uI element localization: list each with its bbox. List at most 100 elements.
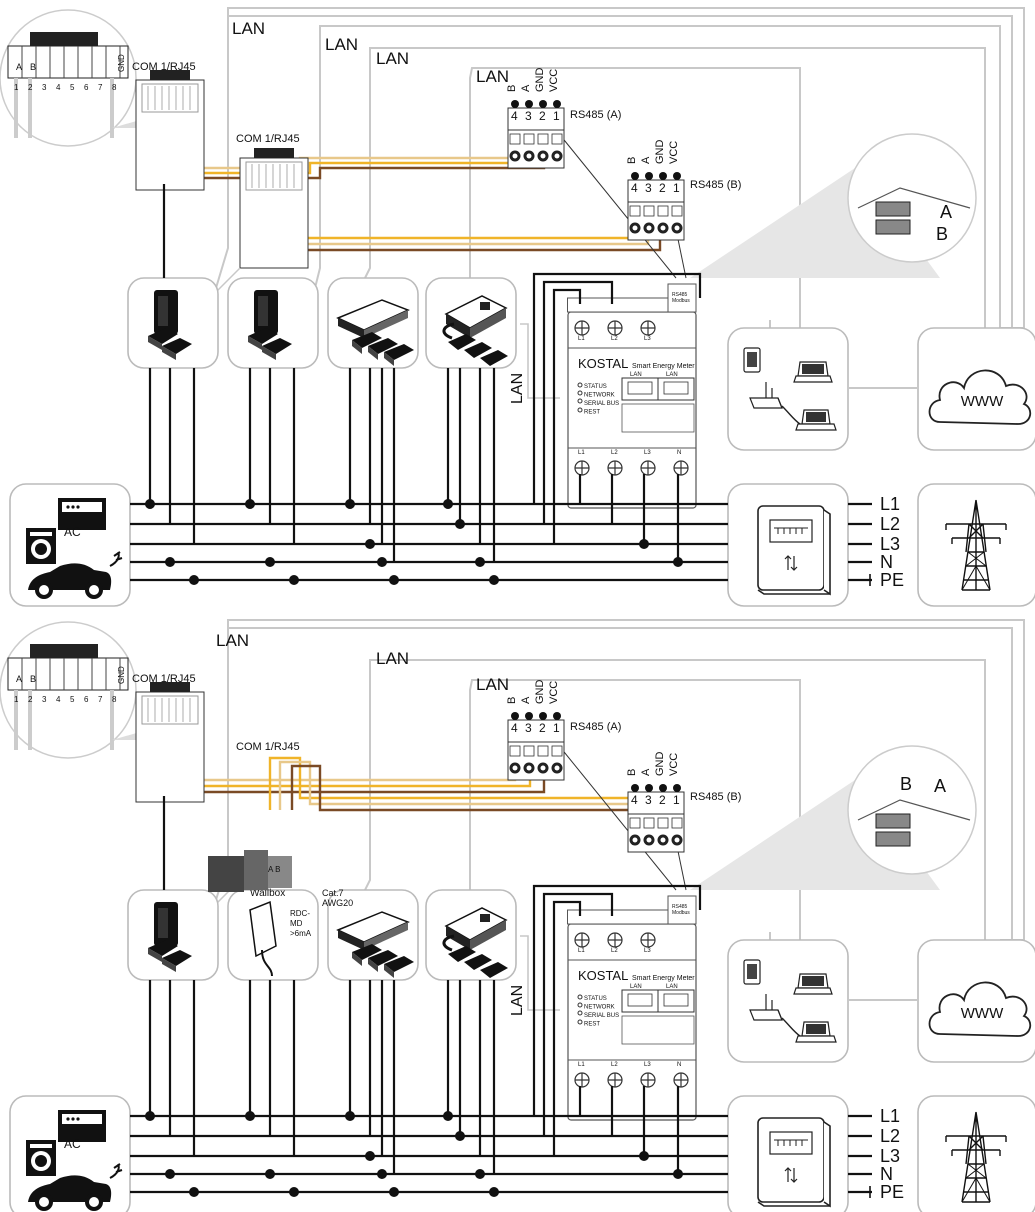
cloud-text: WWW	[961, 393, 1004, 410]
cloud-text: WWW	[961, 1005, 1004, 1022]
terminal-pin-label: B	[626, 157, 638, 164]
meter-rs485-tag: RS485	[672, 292, 688, 298]
pin-label-b: B	[30, 62, 36, 72]
rs485-lead	[555, 129, 677, 279]
meter-feed	[532, 272, 702, 504]
terminal-pin-label: B	[506, 85, 518, 92]
lan-cable	[309, 25, 1001, 338]
rs485-b-label: RS485 (B)	[690, 791, 741, 803]
meter-feed	[542, 280, 614, 524]
terminal-pin-number: 3	[525, 721, 532, 735]
rj45-connector-1	[135, 681, 205, 803]
grid-line-label: L3	[880, 534, 900, 554]
meter-led-label: SERIAL BUS	[584, 401, 619, 407]
grid-line-label: L1	[880, 494, 900, 514]
meter-port-label: LAN	[630, 984, 642, 990]
lan-label: LAN	[325, 35, 358, 54]
junction-dot	[345, 1111, 355, 1121]
rdc-block	[268, 856, 292, 888]
terminal-pin-label: B	[626, 769, 638, 776]
com-label-1: COM 1/RJ45	[132, 61, 196, 73]
lan-label: LAN	[376, 649, 409, 668]
terminal-pin-label: A	[640, 768, 652, 776]
terminal-pin-label: VCC	[668, 141, 680, 164]
junction-dot	[389, 1187, 399, 1197]
pin-number: 5	[70, 83, 75, 92]
rs485-cables	[148, 120, 687, 279]
junction-dot	[673, 557, 683, 567]
meter-terminal-label: L1	[578, 948, 585, 954]
wallbox-icon	[249, 900, 277, 958]
lan-vertical-label: LAN	[509, 373, 526, 404]
junction-dot	[289, 1187, 299, 1197]
ac-label: AC	[64, 525, 81, 539]
rdc-label: >6mA	[290, 929, 312, 938]
rs485-a-label: RS485 (A)	[570, 109, 621, 121]
junction-dot	[455, 519, 465, 529]
grid-line-label: N	[880, 552, 893, 572]
junction-dot	[639, 539, 649, 549]
pin-number: 5	[70, 695, 75, 704]
com-label-2: COM 1/RJ45	[236, 133, 300, 145]
network-box	[727, 939, 849, 1063]
rs485-a-label: RS485 (A)	[570, 721, 621, 733]
terminal-pin-label: GND	[654, 140, 666, 165]
rdc-label: MD	[290, 919, 303, 928]
rs485-b-label: RS485 (B)	[690, 179, 741, 191]
meter-product: Smart Energy Meter	[632, 363, 695, 370]
junction-dot	[165, 557, 175, 567]
zoom-edge	[857, 187, 971, 209]
terminal-pin-number: 1	[673, 793, 680, 807]
junction-dot	[265, 1169, 275, 1179]
terminal-pin-number: 2	[539, 109, 546, 123]
terminal-pin-number: 1	[673, 181, 680, 195]
lan-label: LAN	[476, 67, 509, 86]
junction-dot	[673, 1169, 683, 1179]
junction-dot	[265, 557, 275, 567]
junction-dot	[245, 499, 255, 509]
ac-label: AC	[64, 1137, 81, 1151]
meter-terminal-label: L3	[644, 450, 651, 456]
zoom-circle	[847, 745, 977, 875]
meter-rs485-zoom: AB	[690, 133, 977, 278]
meter-terminal-label: L2	[611, 1062, 618, 1068]
zoom-label-b: B	[900, 774, 912, 794]
junction-dot	[189, 575, 199, 585]
terminal-pin-number: 1	[553, 721, 560, 735]
lan-label: LAN	[216, 631, 249, 650]
zoom-circle	[847, 133, 977, 263]
network-box	[727, 327, 849, 451]
terminal-pin-label: A	[640, 156, 652, 164]
meter-port-label: LAN	[630, 372, 642, 378]
grid-line-label: N	[880, 1164, 893, 1184]
zoom-connector	[112, 120, 140, 128]
meter-terminal-label: L2	[611, 336, 618, 342]
utility-meter-icon	[757, 1117, 831, 1207]
meter-terminal-label: L1	[578, 336, 585, 342]
pin-label-b: B	[30, 674, 36, 684]
rdc-pin-label: A B	[268, 865, 280, 874]
pin-number: 4	[56, 695, 61, 704]
meter-led-label: NETWORK	[584, 393, 615, 399]
meter-feed	[542, 892, 614, 1136]
junction-dot	[639, 1151, 649, 1161]
junction-dot	[443, 1111, 453, 1121]
rj45-connector-2	[239, 147, 309, 269]
junction-dot	[289, 575, 299, 585]
wallbox-label: Wallbox	[250, 888, 285, 899]
meter-terminal-label: N	[677, 450, 681, 456]
pin-number: 3	[42, 83, 47, 92]
junction-dot	[345, 499, 355, 509]
zoom-terminal	[875, 219, 911, 235]
junction-dot	[389, 575, 399, 585]
cable-label: Cat.7	[322, 888, 344, 898]
pin-number: 7	[98, 83, 103, 92]
grid-line-label: L2	[880, 514, 900, 534]
wallbox-cable	[261, 949, 273, 977]
pin-number: 8	[112, 695, 117, 704]
